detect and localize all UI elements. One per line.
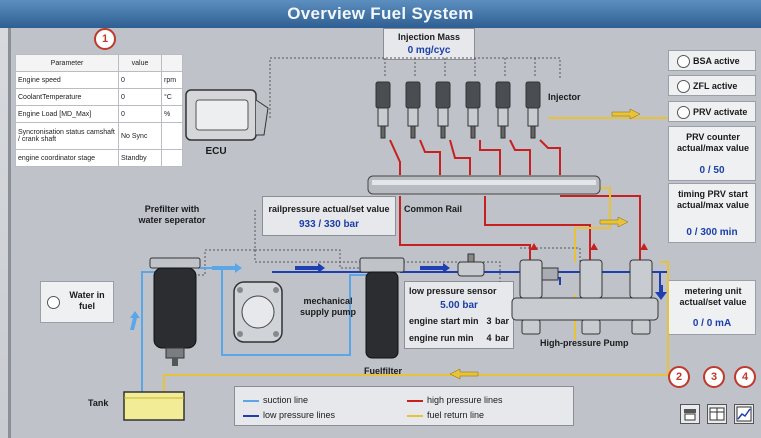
- header-unit: [161, 54, 183, 72]
- engine-start-label: engine start min: [409, 316, 479, 326]
- hp-pump-label: High-pressure Pump: [540, 338, 629, 348]
- callout-badge-2: 2: [668, 366, 690, 388]
- engine-run-label: engine run min: [409, 333, 474, 343]
- injection-mass-label: Injection Mass: [397, 32, 460, 42]
- callout-badge-3: 3: [703, 366, 725, 388]
- ecu-icon: [185, 89, 269, 141]
- water-in-fuel-panel: Water in fuel: [40, 281, 114, 323]
- flow-arrows: [130, 108, 667, 380]
- engine-start-value: 3: [486, 316, 492, 326]
- common-rail-label: Common Rail: [404, 204, 463, 214]
- legend-suction-swatch: [243, 400, 259, 402]
- table-icon: [709, 407, 725, 421]
- high-pressure-lines: [389, 139, 641, 262]
- window-title: Overview Fuel System: [287, 4, 474, 23]
- engine-run-value: 4: [486, 333, 492, 343]
- timing-prv-label: timing PRV start actual/max value: [676, 189, 750, 210]
- legend-return-label: fuel return line: [427, 410, 485, 420]
- fuel-filter-icon: [359, 257, 405, 359]
- zfl-label: ZFL active: [693, 81, 738, 91]
- timing-prv-panel: timing PRV start actual/max value 0 / 30…: [668, 183, 756, 243]
- metering-unit-panel: metering unit actual/set value 0 / 0 mA: [668, 280, 756, 335]
- injection-mass-panel: Injection Mass 0 mg/cyc: [383, 28, 475, 60]
- rail-pressure-panel: railpressure actual/set value 933 / 330 …: [262, 196, 396, 236]
- rail-pressure-value: 933 / 330 bar: [298, 219, 360, 230]
- water-indicator: [47, 296, 60, 309]
- tank-label: Tank: [88, 398, 109, 408]
- legend-low-label: low pressure lines: [263, 410, 336, 420]
- low-pressure-lines: [272, 271, 668, 290]
- mechanical-pump-icon: [233, 281, 283, 343]
- rail-pressure-label: railpressure actual/set value: [268, 204, 390, 214]
- param-unit: [161, 149, 183, 167]
- table-view-button[interactable]: [707, 404, 727, 424]
- timing-prv-value: 0 / 300 min: [686, 227, 738, 238]
- prv-indicator: [677, 106, 690, 119]
- prv-counter-value: 0 / 50: [699, 165, 725, 176]
- prv-counter-panel: PRV counter actual/max value 0 / 50: [668, 126, 756, 181]
- param-unit: %: [161, 105, 183, 123]
- prefilter-label: Prefilter with water seperator: [138, 204, 206, 225]
- bsa-status: BSA active: [668, 50, 756, 71]
- injection-mass-value: 0 mg/cyc: [407, 45, 451, 56]
- param-name: Syncronisation status camshaft / crank s…: [15, 122, 119, 150]
- chart-view-button[interactable]: [734, 404, 754, 424]
- legend-suction-label: suction line: [263, 395, 309, 405]
- chart-icon: [736, 406, 752, 422]
- lp-sensor-value: 5.00 bar: [440, 300, 478, 311]
- zfl-indicator: [677, 80, 690, 93]
- high-pressure-pump-icon: [511, 259, 659, 335]
- fuel-return-lines: [163, 117, 669, 392]
- engine-run-unit: bar: [495, 333, 510, 343]
- pressure-sensor-icon: [457, 253, 485, 277]
- low-pressure-sensor-panel: low pressure sensor 5.00 bar engine star…: [404, 281, 514, 349]
- injectors: [375, 81, 541, 139]
- tank-icon: [123, 391, 185, 421]
- print-icon: [684, 409, 696, 421]
- callout-badge-4: 4: [734, 366, 756, 388]
- legend-low-swatch: [243, 415, 259, 417]
- injector-label: Injector: [548, 92, 581, 102]
- metering-value: 0 / 0 mA: [692, 318, 732, 329]
- ecu-label: ECU: [205, 146, 227, 157]
- lp-sensor-label: low pressure sensor: [409, 286, 497, 296]
- title-bar: Overview Fuel System: [0, 0, 761, 28]
- mechanical-pump-label: mechanical supply pump: [300, 296, 356, 317]
- bsa-label: BSA active: [693, 56, 740, 66]
- engine-start-unit: bar: [495, 316, 510, 326]
- prv-status: PRV activate: [668, 101, 756, 122]
- prv-label: PRV activate: [693, 107, 748, 117]
- prefilter-icon: [149, 257, 201, 366]
- legend-high-swatch: [407, 400, 423, 402]
- metering-label: metering unit actual/set value: [679, 286, 747, 307]
- table-row: Syncronisation status camshaft / crank s…: [15, 122, 183, 150]
- prv-counter-label: PRV counter actual/max value: [676, 132, 750, 153]
- legend-return-swatch: [407, 415, 423, 417]
- legend-high-label: high pressure lines: [427, 395, 503, 405]
- fuelfilter-label: Fuelfilter: [363, 366, 402, 376]
- legend: suction line low pressure lines high pre…: [234, 386, 574, 426]
- water-label: Water in fuel: [69, 290, 105, 311]
- callout-badge-1: 1: [94, 28, 116, 50]
- print-button[interactable]: [680, 404, 700, 424]
- zfl-status: ZFL active: [668, 75, 756, 96]
- common-rail: [367, 175, 601, 195]
- bsa-indicator: [677, 55, 690, 68]
